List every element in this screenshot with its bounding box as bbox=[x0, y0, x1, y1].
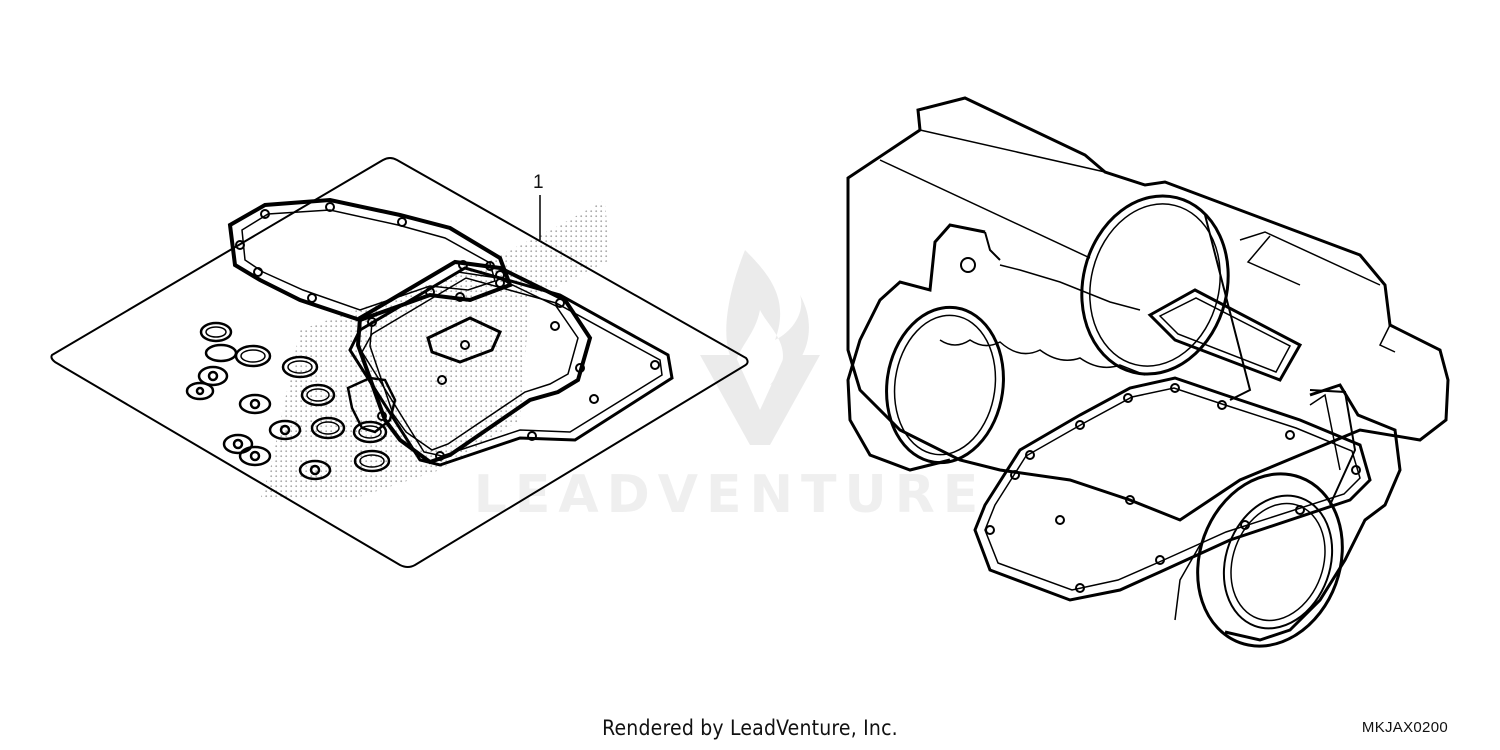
drawing-code: MKJAX0200 bbox=[1361, 719, 1448, 736]
gasket-kit-sheet bbox=[50, 157, 749, 568]
callout-number: 1 bbox=[533, 172, 544, 193]
credit-text: Rendered by LeadVenture, Inc. bbox=[602, 716, 898, 740]
engine-assembly-drawing bbox=[846, 96, 1450, 648]
watermark-logo: LEADVENTURE bbox=[474, 250, 987, 525]
watermark-text: LEADVENTURE bbox=[474, 465, 987, 525]
